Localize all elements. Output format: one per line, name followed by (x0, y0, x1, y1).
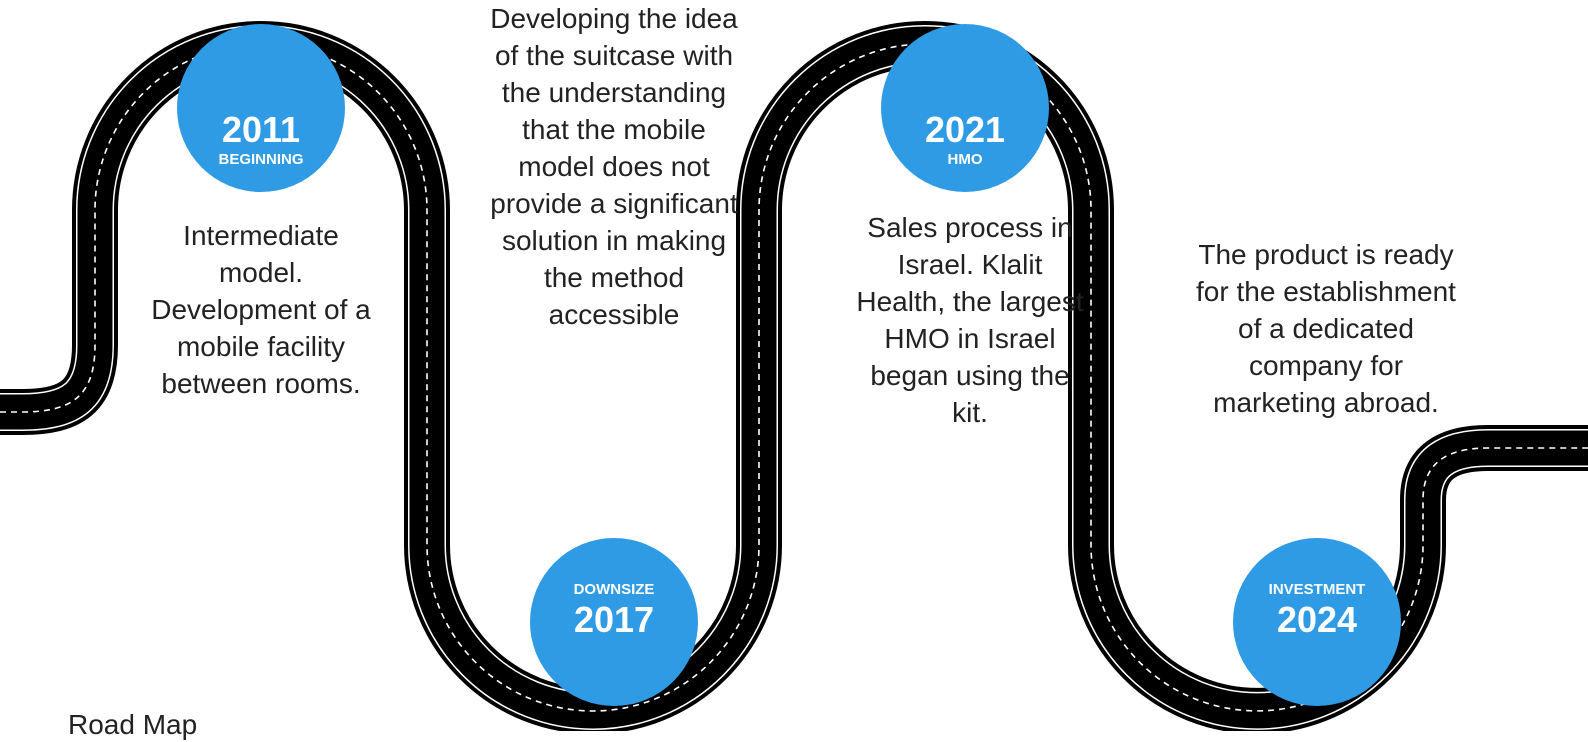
milestone-year: 2021 (924, 109, 1006, 150)
milestone-tag: INVESTMENT (1268, 581, 1366, 598)
milestone-2024-description: The product is ready for the establishme… (1196, 239, 1456, 418)
milestone-2021-circle: 2021 HMO (881, 24, 1049, 192)
milestone-tag: BEGINNING (218, 151, 304, 168)
milestone-year: 2017 (573, 599, 655, 640)
milestone-year: 2024 (1276, 599, 1358, 640)
milestone-2017-description: Developing the idea of the suitcase with… (490, 3, 738, 330)
milestone-2011-circle: 2011 BEGINNING (177, 24, 345, 192)
footer-caption: Road Map (68, 709, 198, 740)
milestone-2021-description: Sales process in Israel. Klalit Health, … (856, 212, 1084, 428)
milestone-year: 2011 (221, 109, 301, 150)
milestone-tag: DOWNSIZE (573, 581, 655, 598)
milestone-2024-circle: INVESTMENT 2024 (1233, 538, 1401, 706)
milestone-2017-circle: DOWNSIZE 2017 (530, 538, 698, 706)
milestone-2011-description: Intermediate model. Development of a mob… (151, 220, 371, 399)
milestone-tag: HMO (947, 151, 983, 168)
